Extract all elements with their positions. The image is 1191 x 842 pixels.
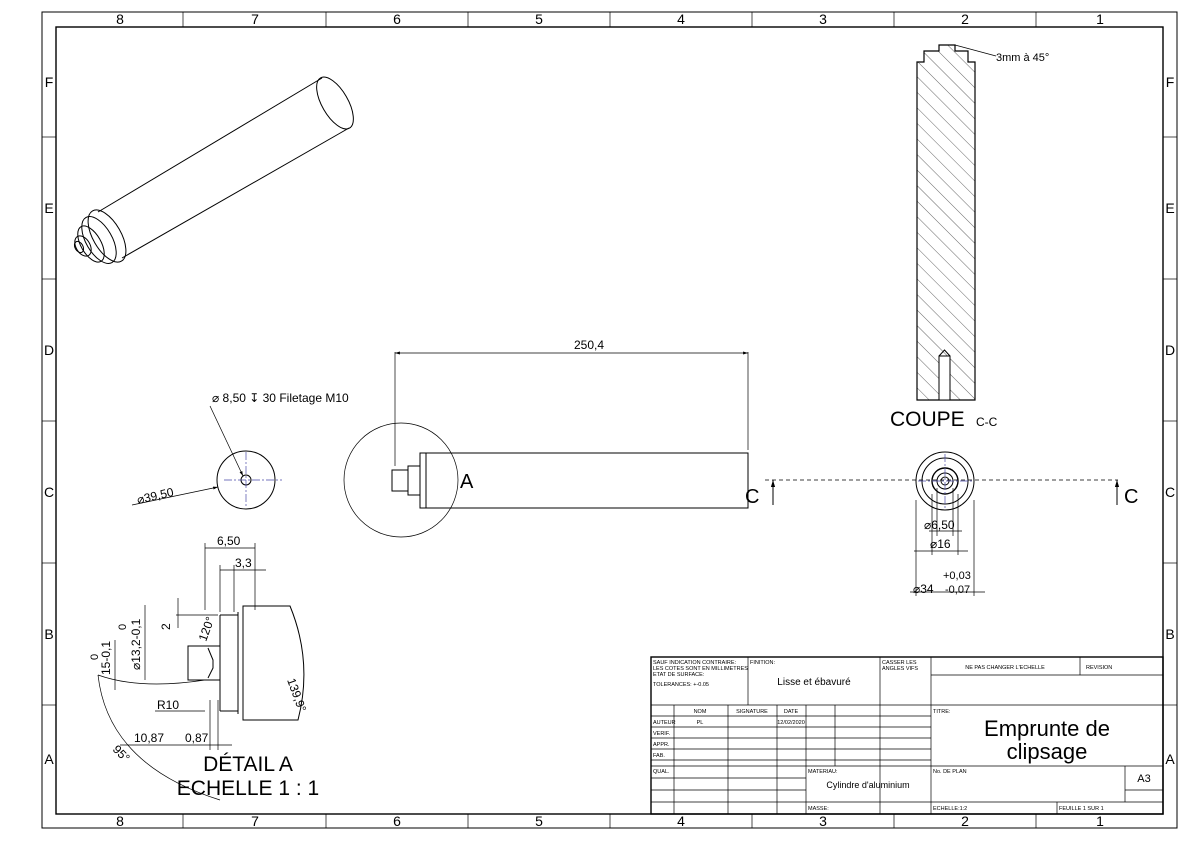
column-label-top: 8 — [116, 11, 124, 27]
detail-15-zero: 0 — [89, 654, 101, 660]
detail-scale: ECHELLE 1 : 1 — [177, 777, 319, 800]
auteur-name: PL — [697, 720, 704, 726]
column-label-bottom: 7 — [251, 813, 259, 829]
general-note: TOLERANCES: +-0.05 — [653, 682, 709, 688]
end-view-right: C C ⌀6,50 ⌀16 ⌀34 +0,03 -0,07 — [745, 451, 1138, 596]
dia-34-dimension: ⌀34 — [913, 582, 934, 596]
column-label-top: 3 — [819, 11, 827, 27]
plan-label: No. DE PLAN — [933, 769, 967, 775]
auteur-date: 12/02/2020 — [777, 720, 805, 726]
row-label-right: D — [1165, 342, 1175, 358]
detail-r10-dimension: R10 — [157, 698, 179, 712]
title-block: SAUF INDICATION CONTRAIRE: LES COTES SON… — [650, 656, 1164, 815]
section-suffix: C-C — [976, 415, 998, 429]
material-value: Cylindre d'aluminium — [826, 780, 909, 790]
cut-marker-right: C — [1124, 486, 1138, 508]
column-label-top: 5 — [535, 11, 543, 27]
column-label-top: 2 — [961, 11, 969, 27]
row-verif: VERIF. — [653, 731, 671, 737]
detail-10-87-dimension: 10,87 — [134, 731, 164, 745]
column-label-bottom: 5 — [535, 813, 543, 829]
column-nom: NOM — [694, 709, 707, 715]
row-label-left: B — [44, 626, 53, 642]
dia-16-dimension: ⌀16 — [930, 537, 951, 551]
row-label-left: C — [44, 484, 54, 500]
drawing-title-line2: clipsage — [1007, 739, 1088, 764]
column-signature: SIGNATURE — [736, 709, 768, 715]
general-note: ETAT DE SURFACE: — [653, 672, 705, 678]
detail-marker: A — [460, 471, 474, 493]
column-label-top: 6 — [393, 11, 401, 27]
sheet-border — [41, 11, 1178, 829]
row-label-left: D — [44, 342, 54, 358]
edges-label: ANGLES VIFS — [882, 666, 918, 672]
length-dimension: 250,4 — [574, 338, 604, 352]
column-label-bottom: 2 — [961, 813, 969, 829]
row-label-left: E — [44, 200, 53, 216]
row-label-right: E — [1165, 200, 1174, 216]
row-label-right: B — [1165, 626, 1174, 642]
dia-outer-dimension: ⌀39,50 — [136, 485, 176, 507]
detail-3-3-dimension: 3,3 — [235, 556, 252, 570]
row-label-right: C — [1165, 484, 1175, 500]
detail-2-dimension: 2 — [159, 623, 173, 630]
sheet-format: A3 — [1137, 773, 1150, 785]
detail-13-dimension: ⌀13,2-0,1 — [129, 618, 143, 670]
drawing-title-line1: Emprunte de — [984, 716, 1110, 741]
detail-view-a: 6,50 3,3 2 120° ⌀13,2-0,1 0 15-0,1 0 R10… — [89, 534, 319, 801]
tolerance-upper: +0,03 — [943, 570, 971, 582]
tolerance-lower: -0,07 — [945, 584, 970, 596]
revision-label: REVISION — [1086, 665, 1112, 671]
row-auteur: AUTEUR — [653, 720, 676, 726]
chamfer-callout: 3mm à 45° — [996, 52, 1049, 64]
section-view-c-c: 3mm à 45° COUPE C-C — [890, 44, 1049, 431]
isometric-view — [73, 76, 354, 264]
front-view-end: ⌀ 8,50 ↧ 30 Filetage M10 ⌀39,50 — [131, 391, 349, 510]
row-label-right: A — [1165, 751, 1175, 767]
finish-value: Lisse et ébavuré — [777, 677, 851, 688]
column-label-top: 4 — [677, 11, 685, 27]
title-label: TITRE: — [933, 709, 951, 715]
column-label-top: 7 — [251, 11, 259, 27]
scale-label: ECHELLE:1:2 — [933, 806, 967, 812]
edges-label: CASSER LES — [882, 660, 917, 666]
no-scale-note: NE PAS CHANGER L'ECHELLE — [965, 665, 1045, 671]
sheet-label: FEUILLE 1 SUR 1 — [1059, 806, 1104, 812]
dia-6-50-dimension: ⌀6,50 — [924, 518, 955, 532]
column-label-top: 1 — [1096, 11, 1104, 27]
column-label-bottom: 4 — [677, 813, 685, 829]
column-label-bottom: 3 — [819, 813, 827, 829]
detail-title: DÉTAIL A — [203, 753, 293, 776]
section-title: COUPE — [890, 408, 965, 431]
column-label-bottom: 1 — [1096, 813, 1104, 829]
mass-label: MASSE: — [808, 806, 829, 812]
column-label-bottom: 8 — [116, 813, 124, 829]
finish-label: FINITION: — [750, 660, 776, 666]
detail-6-50-dimension: 6,50 — [217, 534, 241, 548]
column-date: DATE — [784, 709, 799, 715]
general-note: SAUF INDICATION CONTRAIRE: — [653, 660, 736, 666]
general-note: LES COTES SONT EN MILLIMETRES — [653, 666, 748, 672]
hole-callout: ⌀ 8,50 ↧ 30 Filetage M10 — [212, 391, 349, 405]
row-fab: FAB. — [653, 753, 665, 759]
detail-139-dimension: 139,9° — [284, 676, 309, 714]
detail-0-87-dimension: 0,87 — [185, 731, 209, 745]
row-label-right: F — [1166, 74, 1175, 90]
detail-120-dimension: 120° — [196, 615, 218, 643]
detail-95-dimension: 95° — [110, 742, 133, 765]
row-qual: QUAL. — [653, 769, 670, 775]
row-appr: APPR. — [653, 742, 670, 748]
detail-15-dimension: 15-0,1 — [99, 641, 113, 675]
side-view-main: 250,4 A — [343, 338, 749, 538]
row-label-left: A — [44, 751, 54, 767]
cut-marker-left: C — [745, 486, 759, 508]
detail-13-zero: 0 — [117, 624, 129, 630]
column-label-bottom: 6 — [393, 813, 401, 829]
material-label: MATERIAU: — [808, 769, 838, 775]
row-label-left: F — [45, 74, 54, 90]
